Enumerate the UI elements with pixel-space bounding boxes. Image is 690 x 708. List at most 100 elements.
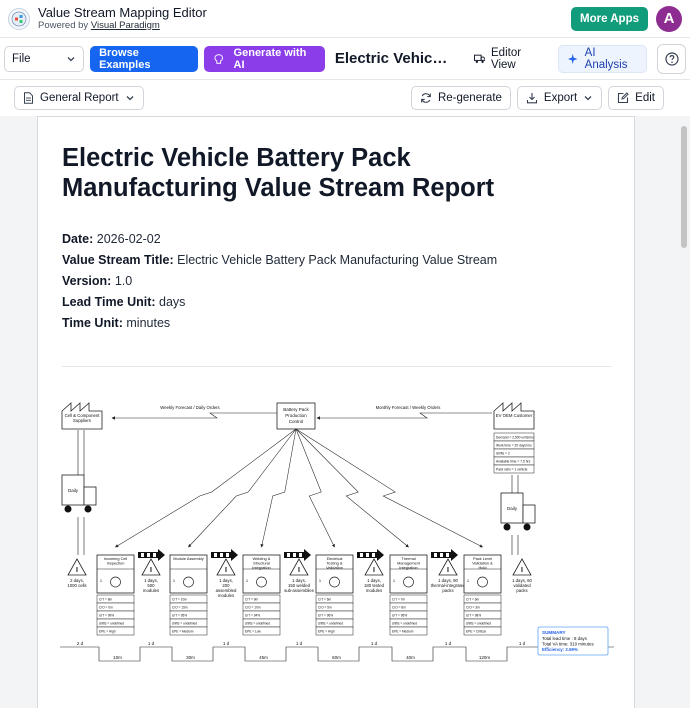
report-type-select[interactable]: General Report — [14, 86, 144, 110]
report-metadata: Date: 2026-02-02 Value Stream Title: Ele… — [62, 229, 497, 334]
process-data-text: U/T = 95% — [392, 614, 407, 618]
meta-date-label: Date: — [62, 232, 94, 246]
push-arrow — [431, 549, 458, 561]
export-button[interactable]: Export — [516, 86, 603, 110]
process-data-text: EPE = Low — [245, 630, 262, 634]
inventory-triangle — [438, 558, 458, 576]
process-name: Module Assembly — [173, 556, 204, 561]
chevron-down-icon — [67, 56, 75, 61]
timeline-va-label: 120m — [479, 655, 491, 660]
push-arrow-stripe — [434, 553, 437, 557]
section-divider — [62, 366, 612, 367]
help-button[interactable] — [657, 43, 687, 74]
regenerate-button[interactable]: Re-generate — [410, 86, 511, 110]
app-logo-icon[interactable] — [8, 7, 30, 30]
process-data-cell — [389, 626, 428, 636]
tab-ai-analysis[interactable]: AI Analysis — [558, 44, 648, 73]
meta-version-label: Version: — [62, 274, 112, 288]
control-signal-line — [260, 428, 297, 548]
timeline-va-label: 45m — [259, 655, 268, 660]
operator-count: 1 — [467, 578, 470, 583]
push-arrow-stripe — [360, 553, 363, 557]
process-data-text: shifts = undefined — [318, 622, 343, 626]
customer-data-text: Pack ratio = 1 vehicle — [496, 468, 528, 472]
supplier-truck-wheel — [84, 505, 92, 513]
inventory-label: modules — [143, 588, 159, 593]
timeline-va-label: 60m — [332, 655, 341, 660]
edit-button[interactable]: Edit — [608, 86, 664, 110]
process-data-text: EPE = Medium — [392, 630, 414, 634]
customer-data-text: Shifts = 2 — [496, 452, 510, 456]
inventory-label: assembled — [216, 588, 237, 593]
process-data-text: C/T = 6m — [466, 598, 479, 602]
inventory-i-glyph: I — [447, 567, 449, 574]
inventory-label: 1 days, — [292, 578, 306, 583]
customer-data-text: Work time = 20 days/mo — [496, 444, 532, 448]
generate-with-ai-button[interactable]: Generate with AI — [204, 45, 325, 72]
truck-icon — [473, 54, 486, 63]
info-flow-customer-label: Monthly Forecast / Weekly Orders — [376, 405, 441, 410]
customer-truck-label: Daily — [507, 506, 518, 511]
visual-paradigm-link[interactable]: Visual Paradigm — [90, 19, 160, 31]
inventory-triangle — [216, 558, 236, 576]
timeline-lead-label: 2 d — [77, 641, 84, 646]
process-name: Incoming Cell — [104, 556, 128, 561]
browse-examples-button[interactable]: Browse Examples — [90, 45, 199, 72]
summary-box — [537, 626, 609, 656]
scrollbar-thumb[interactable] — [681, 126, 687, 248]
edit-pencil-icon — [618, 92, 629, 104]
inventory-triangle — [289, 558, 309, 576]
refresh-icon — [421, 93, 431, 103]
process-name: Validation & — [472, 561, 493, 566]
process-name: Hold — [478, 565, 486, 570]
report-type-label: General Report — [40, 92, 119, 104]
process-data-text: C/O = 5m — [318, 606, 332, 610]
process-name: Pack Level — [473, 556, 492, 561]
process-name: Integration — [252, 565, 270, 570]
user-avatar[interactable]: A — [656, 5, 682, 32]
chevron-down-icon — [126, 96, 134, 101]
inventory-label: 1000 cells — [67, 583, 86, 588]
vertical-scrollbar[interactable] — [680, 116, 688, 708]
operator-icon — [477, 576, 488, 588]
timeline-path — [60, 646, 614, 662]
process-data-text: C/T = 6m — [318, 598, 331, 602]
process-data-text: shifts = undefined — [245, 622, 270, 626]
inventory-label: thermal-integrated — [431, 583, 466, 588]
report-page: Electric Vehicle Battery Pack Manufactur… — [37, 116, 635, 708]
timeline-lead-label: 1 d — [148, 641, 155, 646]
push-arrow-stripe — [440, 553, 443, 557]
control-signal-line — [295, 428, 409, 548]
tab-editor-view-label: Editor View — [491, 46, 522, 71]
supplier-factory-label: Suppliers — [73, 418, 91, 423]
process-data-text: U/T = 96% — [318, 614, 333, 618]
inventory-i-glyph: I — [521, 567, 523, 574]
process-data-cell — [169, 626, 208, 636]
meta-time-unit-value: minutes — [126, 316, 171, 330]
process-data-text: shifts = undefined — [466, 622, 491, 626]
timeline-lead-label: 1 d — [371, 641, 378, 646]
file-menu-select[interactable]: File — [4, 45, 85, 72]
operator-count: 1 — [173, 578, 176, 583]
process-data-cell — [96, 626, 135, 636]
timeline-va-label: 10m — [113, 655, 122, 660]
process-data-text: C/T = 8m — [99, 598, 112, 602]
meta-vs-title-label: Value Stream Title: — [62, 253, 174, 267]
process-data-text: shifts = undefined — [392, 622, 417, 626]
inventory-label: 180 tested — [364, 583, 385, 588]
timeline-va-label: 40m — [406, 655, 415, 660]
meta-date-value: 2026-02-02 — [96, 232, 161, 246]
control-signal-line — [295, 428, 483, 548]
supplier-truck-label: Daily — [68, 488, 79, 493]
report-scroll-area[interactable]: Electric Vehicle Battery Pack Manufactur… — [0, 116, 690, 708]
customer-data-text: Demand = 2,500 units/mo — [496, 436, 534, 440]
customer-factory — [493, 402, 535, 430]
tab-editor-view[interactable]: Editor View — [468, 46, 553, 72]
tab-ai-analysis-label: AI Analysis — [584, 46, 628, 71]
regenerate-label: Re-generate — [437, 92, 502, 104]
file-menu-label: File — [12, 52, 31, 65]
customer-truck-wheel — [523, 523, 531, 531]
more-apps-button[interactable]: More Apps — [571, 6, 648, 31]
download-icon — [526, 93, 537, 104]
